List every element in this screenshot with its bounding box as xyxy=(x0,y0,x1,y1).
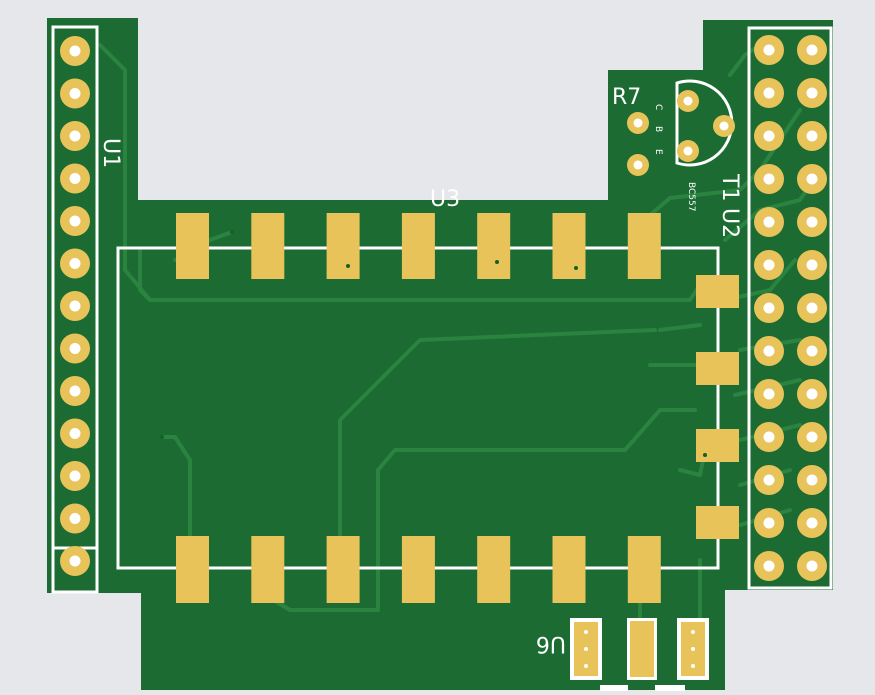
t1-pin-label-e: E xyxy=(653,149,663,155)
u2-pin-pad xyxy=(797,250,827,280)
u2-silkscreen-outline xyxy=(747,26,833,590)
r7-resistor xyxy=(627,112,649,176)
u3-pads xyxy=(176,213,739,603)
u2-pin-pad xyxy=(797,336,827,366)
t1-hole-c xyxy=(683,96,693,106)
u1-pin-pad xyxy=(60,78,90,109)
u3-bottom-pad xyxy=(326,536,360,603)
u3-side-pad xyxy=(696,429,739,462)
u2-pin-pad xyxy=(754,422,784,452)
u2-pin-pad xyxy=(754,551,784,581)
t1-pin-label-b: B xyxy=(653,126,663,132)
u1-pin-pad xyxy=(60,163,90,194)
u1-pads xyxy=(60,36,90,576)
r7-label: R7 xyxy=(612,85,641,110)
u6-connector-left xyxy=(570,618,602,680)
u6-connector-right xyxy=(677,618,709,680)
u1-pin-pad xyxy=(60,503,90,534)
u6-connectors xyxy=(570,618,709,691)
u1-label: U1 xyxy=(98,138,123,168)
u2-pin-pad xyxy=(754,207,784,237)
u3-top-pad xyxy=(627,213,661,279)
u1-header xyxy=(51,25,99,594)
u3-label: U3 xyxy=(430,187,460,212)
u2-pin-pad xyxy=(797,508,827,538)
u1-pin-pad xyxy=(60,418,90,449)
u2-header xyxy=(747,26,833,590)
u2-pin-pad xyxy=(754,35,784,65)
u2-label: U2 xyxy=(717,208,742,238)
u3-bottom-pad xyxy=(401,536,435,603)
t1-pin-label-c: C xyxy=(653,104,663,110)
u3-top-pad xyxy=(401,213,435,279)
u6-label: U6 xyxy=(536,631,566,656)
u3-top-pad xyxy=(477,213,511,279)
u6-edge-mark-left xyxy=(600,685,628,691)
u1-pin-pad xyxy=(60,376,90,406)
u3-top-pad xyxy=(176,213,209,279)
u2-pin-pad xyxy=(797,207,827,237)
u3-top-pad xyxy=(326,213,360,279)
u2-pin-pad xyxy=(797,164,827,194)
u2-pin-pad xyxy=(754,379,784,409)
u6-edge-mark-right xyxy=(655,685,685,691)
u2-pin-pad xyxy=(797,35,827,65)
u3-side-pad xyxy=(696,352,739,385)
u3-bottom-pad xyxy=(477,536,511,603)
u1-pin-pad xyxy=(60,206,90,236)
t1-part-number: BC557 xyxy=(686,182,696,211)
u1-pin-pad xyxy=(60,333,90,364)
u2-pin-pad xyxy=(797,379,827,409)
u1-silkscreen-outline xyxy=(51,25,99,594)
u3-top-pad xyxy=(552,213,586,279)
u2-pin-pad xyxy=(754,465,784,495)
t1-hole-b xyxy=(719,121,729,131)
u2-pin-pad xyxy=(797,465,827,495)
r7-hole-2 xyxy=(633,160,643,170)
u2-pads xyxy=(754,35,827,581)
u1-pin-pad xyxy=(60,121,90,151)
u2-pin-pad xyxy=(754,78,784,108)
u2-pin-pad xyxy=(754,250,784,280)
u6-connector-middle xyxy=(627,618,657,680)
t1-transistor: C B E BC557 xyxy=(653,79,735,211)
u3-bottom-pad xyxy=(627,536,661,603)
u2-pin-pad xyxy=(754,121,784,151)
u2-pin-pad xyxy=(754,293,784,323)
u1-pin-pad xyxy=(60,248,90,279)
u3-top-pad xyxy=(251,213,285,279)
r7-hole-1 xyxy=(633,118,643,128)
u2-pin-pad xyxy=(797,78,827,108)
u3-bottom-pad xyxy=(176,536,209,603)
u1-pin-pad xyxy=(60,291,90,321)
board-outline xyxy=(47,18,833,690)
u1-pin-pad xyxy=(60,461,90,491)
u3-side-pad xyxy=(696,275,739,308)
u2-pin-pad xyxy=(754,336,784,366)
u3-bottom-pad xyxy=(251,536,285,603)
u2-pin-pad xyxy=(797,422,827,452)
u2-pin-pad xyxy=(797,293,827,323)
u2-pin-pad xyxy=(797,121,827,151)
u2-pin-pad xyxy=(797,551,827,581)
u3-module xyxy=(116,213,739,603)
u3-side-pad xyxy=(696,506,739,539)
t1-hole-e xyxy=(683,146,693,156)
t1-label: T1 xyxy=(717,173,742,201)
u2-pin-pad xyxy=(754,508,784,538)
u2-pin-pad xyxy=(754,164,784,194)
u1-pin-pad xyxy=(60,36,90,66)
u3-bottom-pad xyxy=(552,536,586,603)
vias xyxy=(160,230,707,457)
u1-pin-pad xyxy=(60,546,90,576)
